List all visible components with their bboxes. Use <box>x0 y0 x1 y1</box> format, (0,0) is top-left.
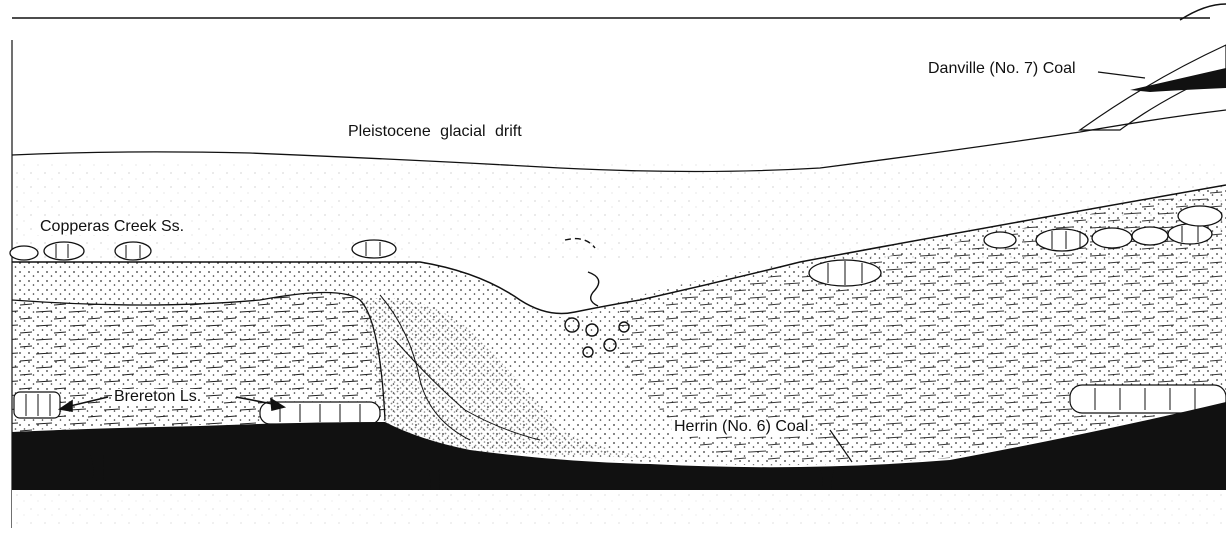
label-brereton-limestone: Brereton Ls. <box>112 389 203 405</box>
danville-leader <box>1098 72 1145 78</box>
label-herrin-coal: Herrin (No. 6) Coal <box>672 419 810 435</box>
label-copperas-creek-sandstone: Copperas Creek Ss. <box>37 219 187 235</box>
label-pleistocene-glacial-drift: Pleistocene glacial drift <box>348 124 522 140</box>
label-danville-coal: Danville (No. 7) Coal <box>928 61 1076 77</box>
underclay-texture <box>12 490 1226 528</box>
